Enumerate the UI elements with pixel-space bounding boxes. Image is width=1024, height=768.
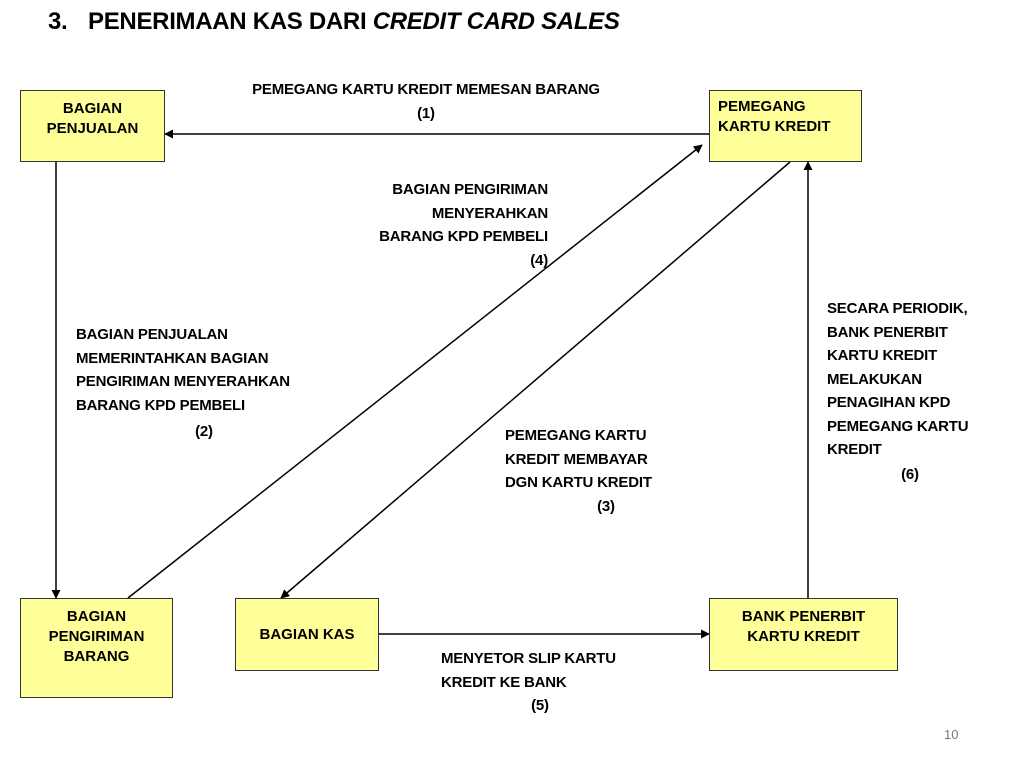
page-number: 10 xyxy=(944,727,959,742)
step-2-label: BAGIAN PENJUALAN MEMERINTAHKAN BAGIAN PE… xyxy=(76,326,290,414)
node-bank-penerbit: BANK PENERBIT KARTU KREDIT xyxy=(709,598,898,671)
step-5-number: (5) xyxy=(531,697,549,714)
title-italic: CREDIT CARD SALES xyxy=(372,8,620,35)
slide-title: 3. PENERIMAAN KAS DARI CREDIT CARD SALES xyxy=(48,8,620,36)
title-text: PENERIMAAN KAS DARI xyxy=(88,8,373,35)
step-1-label: PEMEGANG KARTU KREDIT MEMESAN BARANG (1) xyxy=(252,81,600,122)
title-number: 3. xyxy=(48,8,68,35)
step-3-label: PEMEGANG KARTU KREDIT MEMBAYAR DGN KARTU… xyxy=(505,427,652,491)
step-2-number: (2) xyxy=(195,423,213,440)
node-bagian-kas: BAGIAN KAS xyxy=(235,598,379,671)
step-3-number: (3) xyxy=(597,498,615,515)
step-6-number: (6) xyxy=(901,466,919,483)
arrow-4-deliver-goods xyxy=(127,144,703,599)
arrow-3-pay-by-card xyxy=(280,161,791,599)
node-bagian-penjualan: BAGIAN PENJUALAN xyxy=(20,90,165,162)
node-pemegang-kartu-kredit: PEMEGANG KARTU KREDIT xyxy=(709,90,862,162)
step-4-label: BAGIAN PENGIRIMAN MENYERAHKAN BARANG KPD… xyxy=(379,181,548,269)
node-bagian-pengiriman-barang: BAGIAN PENGIRIMAN BARANG xyxy=(20,598,173,698)
step-6-label: SECARA PERIODIK, BANK PENERBIT KARTU KRE… xyxy=(827,300,969,458)
step-5-label: MENYETOR SLIP KARTU KREDIT KE BANK xyxy=(441,650,616,691)
